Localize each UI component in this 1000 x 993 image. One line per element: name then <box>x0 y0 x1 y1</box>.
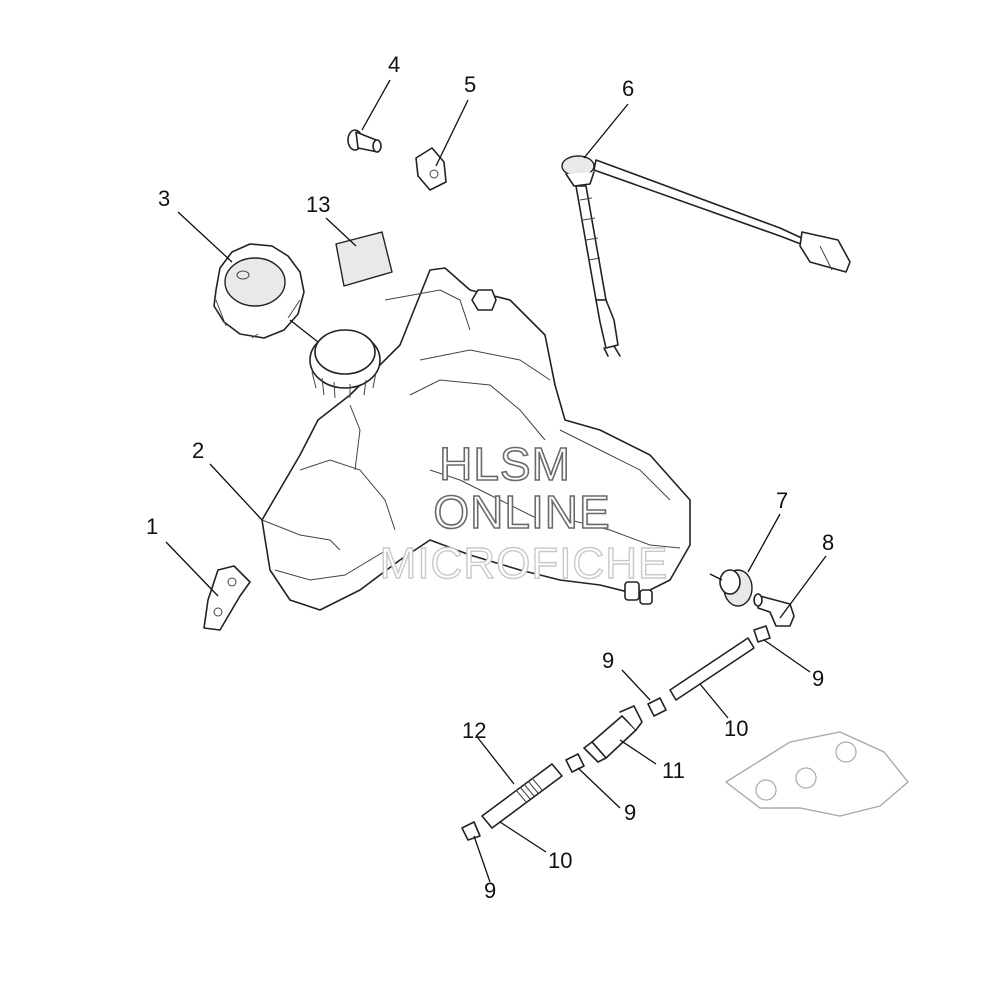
fuel-line-lower <box>481 763 563 829</box>
rivet <box>347 129 382 153</box>
callout-labels: 1 2 3 4 5 6 7 8 9 9 9 9 10 10 11 12 13 <box>146 52 834 903</box>
callout-10-lower: 10 <box>548 848 572 873</box>
watermark-line-1: HLSM <box>439 438 571 490</box>
callout-9-upper-right: 9 <box>812 666 824 691</box>
callout-5: 5 <box>464 72 476 97</box>
hose-clamp-upper-right <box>753 625 771 643</box>
watermark: HLSM ONLINE MICROFICHE <box>379 437 669 589</box>
watermark-line-3: MICROFICHE <box>380 539 669 588</box>
hose-clamp-middle <box>565 753 585 773</box>
callout-4: 4 <box>388 52 400 77</box>
bracket <box>203 565 251 631</box>
leader-lines <box>165 79 827 883</box>
callout-13: 13 <box>306 192 330 217</box>
grommet <box>719 569 753 607</box>
callout-7: 7 <box>776 488 788 513</box>
decal <box>335 231 393 287</box>
watermark-line-2: ONLINE <box>433 486 610 538</box>
hose-clamp-lower <box>461 821 481 841</box>
callout-11: 11 <box>662 758 685 783</box>
callout-3: 3 <box>158 186 170 211</box>
callout-8: 8 <box>822 530 834 555</box>
fuel-cap <box>213 243 305 339</box>
fuel-sender <box>561 155 851 357</box>
fuel-tank <box>261 267 691 611</box>
callout-9-middle: 9 <box>624 800 636 825</box>
callout-10-upper: 10 <box>724 716 748 741</box>
callout-6: 6 <box>622 76 634 101</box>
callout-1: 1 <box>146 514 158 539</box>
elbow-fitting <box>753 593 795 627</box>
callout-2: 2 <box>192 438 204 463</box>
fuel-line-upper <box>669 637 755 701</box>
hose-clamp-upper-left <box>647 697 667 717</box>
callout-9-lower: 9 <box>484 878 496 903</box>
callout-12: 12 <box>462 718 486 743</box>
speed-nut <box>415 147 447 191</box>
callout-9-upper-left: 9 <box>602 648 614 673</box>
fuel-filter <box>583 705 643 763</box>
mounting-plate <box>724 731 909 817</box>
